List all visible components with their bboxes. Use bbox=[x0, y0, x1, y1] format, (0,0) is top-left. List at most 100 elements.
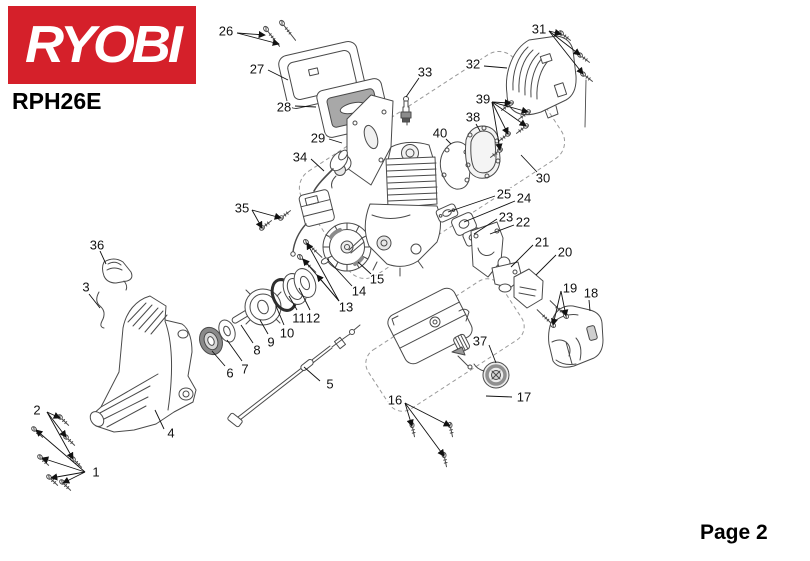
callout-13-leader bbox=[316, 274, 340, 302]
callout-2-leader bbox=[46, 411, 74, 460]
callout-35: 35 bbox=[235, 201, 249, 216]
part-breather-valve bbox=[451, 346, 473, 370]
callout-4-leader bbox=[154, 409, 165, 430]
callout-1: 1 bbox=[92, 465, 99, 480]
part-starter-pulley bbox=[244, 288, 282, 326]
callout-1-leader bbox=[35, 429, 86, 473]
part-fuel-tank bbox=[387, 287, 473, 365]
callout-26-leader bbox=[236, 30, 266, 39]
model-number: RPH26E bbox=[12, 88, 102, 114]
callout-34: 34 bbox=[293, 150, 307, 165]
screw-set-16 bbox=[409, 421, 455, 468]
callout-18: 18 bbox=[584, 286, 598, 301]
callout-22-leader bbox=[489, 224, 515, 235]
screw-set-2 bbox=[56, 413, 84, 470]
callout-22: 22 bbox=[516, 215, 530, 230]
part-drive-disc bbox=[293, 268, 317, 298]
callout-14-leader bbox=[326, 258, 353, 287]
callout-40: 40 bbox=[433, 126, 447, 141]
callout-1-leader bbox=[41, 456, 86, 473]
callout-3: 3 bbox=[82, 280, 89, 295]
callout-31-leader bbox=[548, 28, 562, 36]
callout-16-leader bbox=[404, 402, 414, 427]
part-clutch-drum bbox=[199, 326, 223, 356]
callout-33-leader bbox=[405, 77, 420, 98]
callout-29-leader bbox=[328, 138, 343, 144]
callout-38-leader bbox=[475, 123, 481, 132]
callout-31: 31 bbox=[532, 22, 546, 37]
callout-6-leader bbox=[211, 350, 226, 367]
callout-39-leader bbox=[491, 101, 509, 135]
callout-6: 6 bbox=[226, 366, 233, 381]
callout-10: 10 bbox=[280, 326, 294, 341]
callout-23-leader bbox=[473, 218, 498, 235]
callout-11: 11 bbox=[292, 311, 306, 326]
callout-15: 15 bbox=[370, 272, 384, 287]
callout-20: 20 bbox=[558, 245, 572, 260]
part-cord-clip bbox=[320, 257, 330, 265]
callout-24: 24 bbox=[517, 191, 531, 206]
callout-13-leader bbox=[306, 242, 340, 302]
callout-9: 9 bbox=[267, 335, 274, 350]
callout-13: 13 bbox=[339, 300, 353, 315]
callout-20-leader bbox=[535, 254, 557, 276]
callout-19: 19 bbox=[563, 281, 577, 296]
callout-34-leader bbox=[310, 158, 325, 172]
callout-39-leader bbox=[491, 99, 512, 107]
callout-10-leader bbox=[275, 305, 285, 326]
callout-27: 27 bbox=[250, 62, 264, 77]
callout-5: 5 bbox=[326, 377, 333, 392]
callout-4: 4 bbox=[167, 426, 174, 441]
callout-1-leader bbox=[50, 471, 86, 481]
callout-7-leader bbox=[226, 339, 243, 362]
callout-39-leader bbox=[491, 101, 529, 114]
part-engine-cylinder bbox=[348, 141, 441, 277]
callout-28-leader bbox=[294, 105, 317, 108]
ryobi-logo: RYOBI bbox=[8, 6, 196, 84]
callout-16-leader bbox=[404, 402, 451, 427]
callout-26-leader bbox=[236, 32, 280, 46]
callout-18-leader bbox=[588, 299, 591, 312]
callout-31-leader bbox=[548, 30, 584, 75]
callout-39-leader bbox=[491, 101, 503, 151]
callout-28: 28 bbox=[277, 100, 291, 115]
callout-15-leader bbox=[357, 261, 372, 275]
callout-32-leader bbox=[483, 65, 508, 69]
callout-39: 39 bbox=[476, 92, 490, 107]
callout-31-leader bbox=[548, 30, 581, 56]
callout-38: 38 bbox=[466, 110, 480, 125]
callout-36-leader bbox=[99, 250, 107, 265]
callout-9-leader bbox=[259, 319, 269, 335]
brand-text: RYOBI bbox=[24, 16, 183, 74]
callout-40-leader bbox=[445, 138, 452, 145]
callout-39-leader bbox=[491, 101, 527, 127]
callout-16-leader bbox=[404, 402, 445, 457]
callout-3-leader bbox=[88, 293, 101, 309]
callout-2: 2 bbox=[33, 403, 40, 418]
callout-2-leader bbox=[46, 411, 67, 438]
callout-2-leader bbox=[46, 411, 61, 419]
part-spark-plug bbox=[400, 96, 412, 126]
callout-19-leader bbox=[560, 290, 569, 317]
callout-12: 12 bbox=[306, 311, 320, 326]
callout-29: 29 bbox=[311, 131, 325, 146]
part-choke-lever bbox=[102, 258, 133, 291]
callout-19-leader bbox=[550, 290, 562, 326]
page-number: Page 2 bbox=[700, 521, 768, 544]
part-fuel-cap bbox=[473, 361, 510, 389]
callout-24-leader bbox=[463, 200, 516, 223]
part-main-housing bbox=[89, 295, 197, 433]
callout-26: 26 bbox=[219, 24, 233, 39]
screw-set-35 bbox=[258, 208, 293, 232]
callout-8: 8 bbox=[253, 343, 260, 358]
part-engine-cover bbox=[505, 35, 577, 119]
callout-21: 21 bbox=[535, 235, 549, 250]
part-heat-shield bbox=[513, 268, 544, 309]
part-wire-spring bbox=[96, 291, 105, 329]
callout-12-leader bbox=[298, 287, 311, 311]
callout-1-leader bbox=[62, 471, 86, 484]
callout-16: 16 bbox=[388, 393, 402, 408]
